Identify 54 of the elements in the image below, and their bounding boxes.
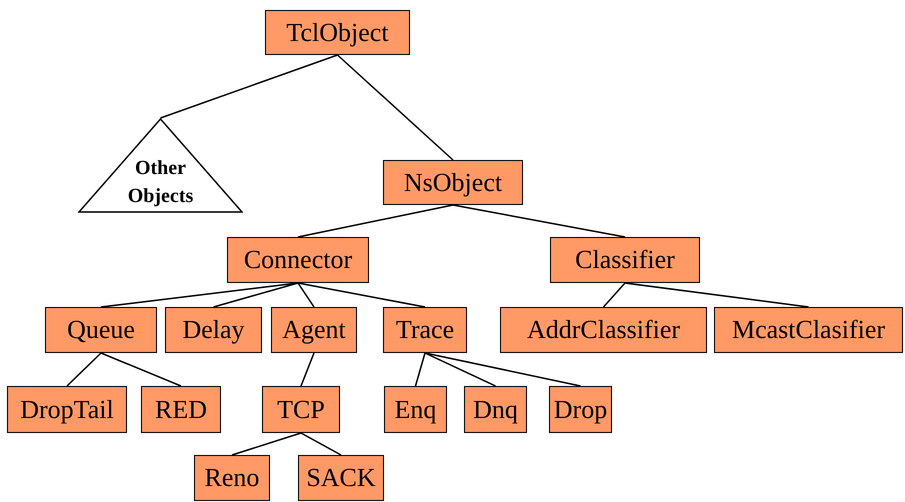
class-name: Trace — [396, 317, 454, 343]
class-box — [45, 307, 157, 353]
class-name: AddrClassifier — [526, 317, 680, 343]
class-box — [714, 307, 903, 353]
connector-line — [298, 204, 454, 238]
class-box — [500, 307, 707, 353]
class-box — [165, 307, 262, 353]
class-box — [227, 237, 369, 283]
node-label: Other Objects — [126, 156, 194, 209]
class-box — [549, 386, 612, 433]
connector-line — [100, 352, 182, 387]
class-box — [464, 386, 527, 433]
class-name: Agent — [282, 317, 346, 343]
class-name: DropTail — [20, 396, 114, 422]
class-name: Reno — [204, 465, 260, 491]
class-box — [271, 307, 357, 353]
connector-line — [160, 54, 338, 119]
class-name: Enq — [394, 396, 436, 422]
connector-line — [424, 352, 496, 387]
class-box — [265, 10, 410, 55]
class-box — [194, 455, 270, 501]
connector-line — [66, 352, 102, 387]
connector-line — [602, 282, 626, 308]
connector-line — [624, 282, 809, 308]
class-box — [550, 237, 700, 283]
class-name: Connector — [244, 247, 352, 273]
class-box — [298, 455, 384, 501]
connector-line — [300, 432, 342, 456]
connector-line — [213, 282, 298, 308]
connector-line — [337, 54, 454, 161]
class-box — [262, 386, 340, 433]
class-box — [7, 386, 127, 433]
class-name: RED — [155, 396, 207, 422]
class-name: NsObject — [404, 170, 502, 196]
connector-line — [232, 432, 302, 456]
class-box — [141, 386, 221, 433]
class-box — [384, 386, 447, 433]
class-name: Queue — [67, 317, 135, 343]
connector-line — [414, 352, 426, 386]
connector-line — [452, 204, 626, 238]
class-name: SACK — [306, 465, 376, 491]
connector-line — [297, 282, 315, 308]
class-name: Delay — [182, 317, 245, 343]
connector-line — [424, 352, 581, 387]
class-name: McastClasifier — [732, 317, 886, 343]
class-name: Dnq — [473, 396, 518, 422]
connector-line — [298, 282, 426, 308]
class-name: TCP — [277, 396, 325, 422]
class-name: Classifier — [575, 247, 675, 273]
class-name: TclObject — [286, 20, 389, 46]
connector-line — [300, 352, 315, 386]
class-name: Drop — [554, 396, 608, 422]
class-box — [383, 307, 467, 353]
class-box — [383, 160, 523, 205]
